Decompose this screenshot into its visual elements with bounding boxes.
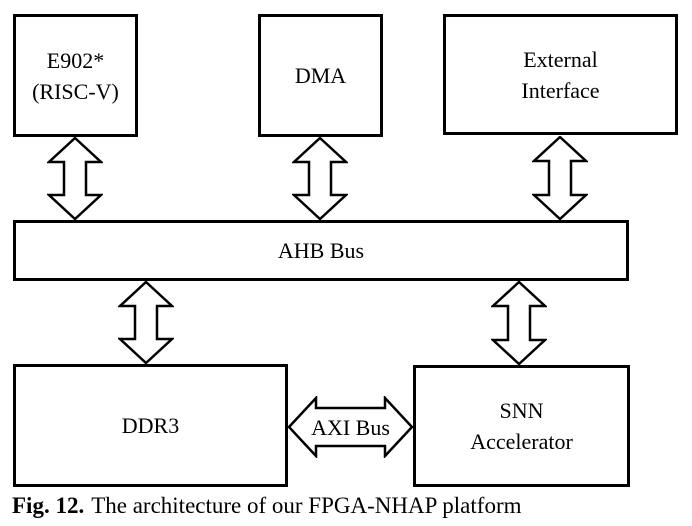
box-ddr3-label: DDR3 [121,413,180,438]
double-arrow-ahb-to-ddr3-icon [118,281,174,364]
box-snn-accelerator: SNN Accelerator [413,365,630,487]
figure-caption-number: Fig. 12. [12,493,85,518]
figure-caption: Fig. 12.The architecture of our FPGA-NHA… [12,492,682,520]
ahb-bus-label: AHB Bus [277,238,365,263]
double-arrow-e902-to-ahb-icon [47,137,103,220]
axi-bus-label: AXI Bus [311,415,390,440]
box-external-line1: External [523,46,598,72]
double-arrow-dma-to-ahb-icon [292,137,348,220]
box-dma-label: DMA [294,63,347,88]
box-e902-riscv: E902* (RISC-V) [13,14,138,137]
box-e902-line1: E902* [46,47,105,73]
double-arrow-axi-bus-icon [288,396,413,458]
figure-caption-text: The architecture of our FPGA-NHAP platfo… [91,493,522,518]
box-dma: DMA [258,14,383,137]
box-ddr3: DDR3 [13,364,288,487]
axi-bus-label-wrap: AXI Bus [288,396,413,458]
double-arrow-external-to-ahb-icon [532,136,588,220]
box-external-interface: External Interface [443,14,678,135]
box-external-line2: Interface [521,77,600,103]
double-arrow-ahb-to-snn-icon [491,281,547,365]
box-snn-line2: Accelerator [470,429,573,454]
box-e902-line2: (RISC-V) [32,78,119,104]
ahb-bus-bar: AHB Bus [13,220,629,281]
box-snn-line1: SNN [499,398,544,423]
